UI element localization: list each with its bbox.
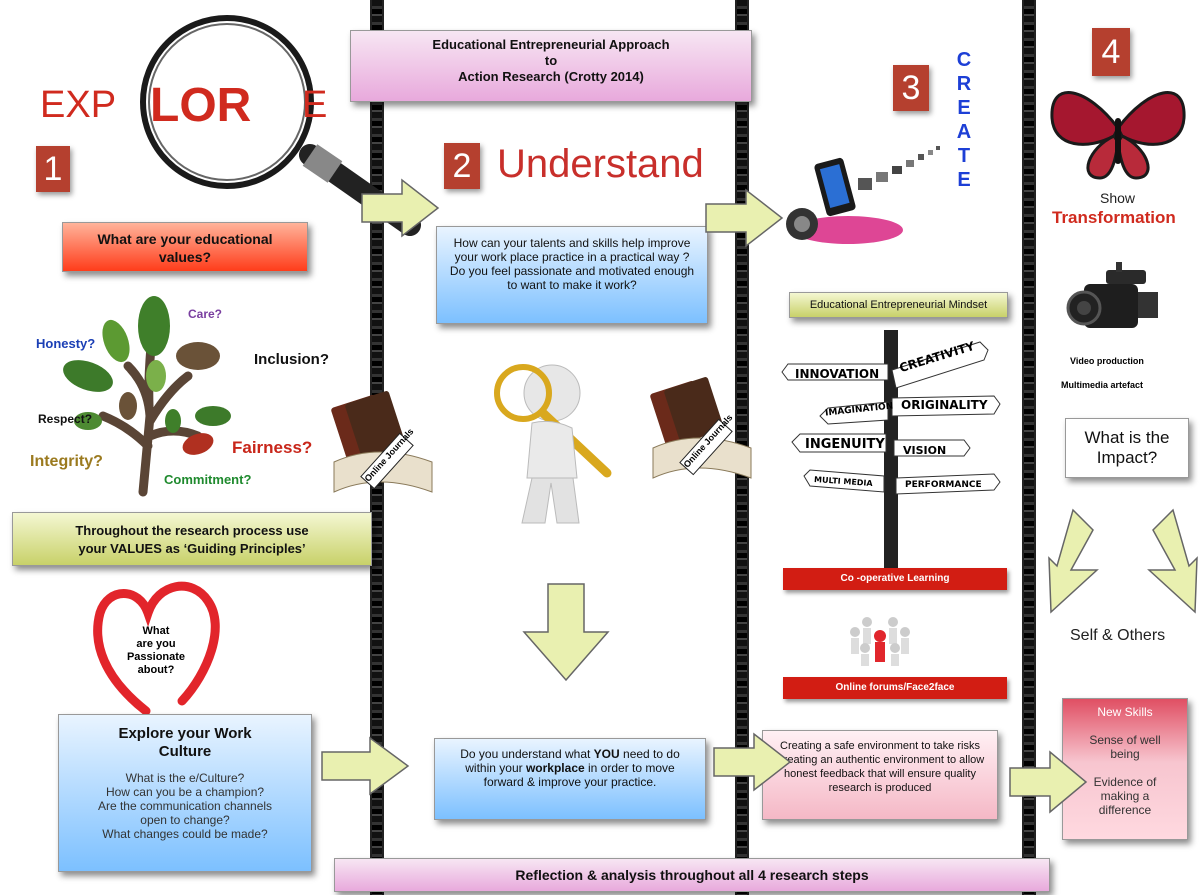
header-title-box: Educational Entrepreneurial Approach to … <box>350 30 752 102</box>
passionate-line3: Passionate <box>126 651 186 663</box>
work-culture-item: How can you be a champion? <box>105 785 265 799</box>
arrow-icon <box>713 732 792 792</box>
guiding-line2: your VALUES as ‘Guiding Principles’ <box>78 541 306 556</box>
outcomes-box: New Skills Sense of well being Evidence … <box>1062 698 1188 840</box>
cooperative-bar: Co -operative Learning <box>783 568 1007 590</box>
figure-icon <box>494 364 612 524</box>
reflection-box: Reflection & analysis throughout all 4 r… <box>334 858 1050 892</box>
book-icon <box>331 391 433 493</box>
sign-originality: ORIGINALITY <box>901 398 988 412</box>
create-letter: E <box>957 97 971 119</box>
impact-box: What is the Impact? <box>1065 418 1189 478</box>
value-integrity: Integrity? <box>30 453 103 470</box>
work-culture-item: What changes could be made? <box>102 827 268 841</box>
arrow-icon <box>705 188 784 248</box>
workplace-text-mid: need to do within your <box>465 747 680 775</box>
create-letter: C <box>956 49 972 71</box>
arrow-icon <box>361 178 440 238</box>
values-question-box: What are your educational values? <box>62 222 308 272</box>
transformation-title: Transformation <box>1052 208 1176 227</box>
create-letter: E <box>957 169 971 191</box>
sign-vision: VISION <box>903 444 947 457</box>
workplace-text-you: YOU <box>593 747 620 761</box>
heart-icon <box>93 581 220 716</box>
passionate-line4: about? <box>137 664 175 676</box>
step-4-badge: 4 <box>1092 28 1130 76</box>
passionate-text: What are you Passionate about? <box>110 625 202 677</box>
outcome-item: New Skills <box>1097 705 1153 719</box>
work-culture-box: Explore your Work Culture What is the e/… <box>58 714 312 872</box>
arrow-icon <box>1009 750 1088 814</box>
explore-word-center: LOR <box>150 79 252 132</box>
people-circle-icon <box>850 617 910 666</box>
outcome-item: Evidence of making a difference <box>1093 775 1157 817</box>
workplace-text-bold: workplace <box>525 761 585 775</box>
passionate-line2: are you <box>136 638 176 650</box>
step-2-badge: 2 <box>444 143 480 189</box>
self-others-label: Self & Others <box>1070 627 1166 644</box>
mindset-box: Educational Entrepreneurial Mindset <box>789 292 1008 318</box>
header-title-line1: Educational Entrepreneurial Approach <box>432 37 670 52</box>
workplace-text-post: in order to move forward & improve your … <box>483 761 675 789</box>
work-culture-title: Explore your Work Culture <box>118 725 252 760</box>
workplace-box: Do you understand what YOU need to do wi… <box>434 738 706 820</box>
arrow-icon <box>522 583 610 682</box>
header-title-line3: Action Research (Crotty 2014) <box>458 69 644 84</box>
video-label-1: Video production <box>1070 356 1144 366</box>
show-label: Show <box>1100 190 1136 206</box>
value-commitment: Commitment? <box>164 472 252 487</box>
workplace-text-pre: Do you understand what <box>460 747 594 761</box>
create-letters: C R E A T E <box>954 48 974 192</box>
work-culture-item: Are the communication channels open to c… <box>97 799 273 827</box>
talents-question-box: How can your talents and skills help imp… <box>436 226 708 324</box>
media-icon <box>786 146 940 244</box>
explore-word-right: E <box>302 84 328 126</box>
column-divider-3 <box>1024 0 1034 895</box>
header-title-line2: to <box>544 53 558 68</box>
tree-icon <box>63 296 231 497</box>
butterfly-icon <box>1050 91 1186 180</box>
create-letter: A <box>956 121 972 143</box>
arrow-icon <box>1048 508 1198 614</box>
outcome-item: Sense of well being <box>1089 733 1161 761</box>
sign-innovation: INNOVATION <box>795 367 880 381</box>
passionate-line1: What <box>142 625 170 637</box>
value-inclusion: Inclusion? <box>254 351 329 368</box>
camera-icon <box>1066 262 1158 328</box>
signpost-icon <box>781 330 1001 570</box>
safe-environment-box: Creating a safe environment to take risk… <box>762 730 998 820</box>
explore-word-left: EXP <box>40 84 117 126</box>
value-honesty: Honesty? <box>36 336 96 351</box>
guiding-principles-box: Throughout the research process use your… <box>12 512 372 566</box>
value-care: Care? <box>188 307 223 321</box>
video-label-2: Multimedia artefact <box>1061 380 1144 390</box>
value-respect: Respect? <box>38 412 93 426</box>
step-1-badge: 1 <box>36 146 70 192</box>
sign-performance: PERFORMANCE <box>905 480 982 490</box>
step-3-badge: 3 <box>893 65 929 111</box>
value-fairness: Fairness? <box>232 438 313 457</box>
work-culture-item: What is the e/Culture? <box>125 771 245 785</box>
understand-heading: Understand <box>497 142 704 186</box>
arrow-icon <box>321 736 410 796</box>
book-icon <box>650 377 752 479</box>
forums-bar: Online forums/Face2face <box>783 677 1007 699</box>
guiding-line1: Throughout the research process use <box>75 523 309 538</box>
sign-ingenuity: INGENUITY <box>805 437 885 452</box>
create-letter: R <box>956 73 972 95</box>
create-letter: T <box>957 145 971 167</box>
